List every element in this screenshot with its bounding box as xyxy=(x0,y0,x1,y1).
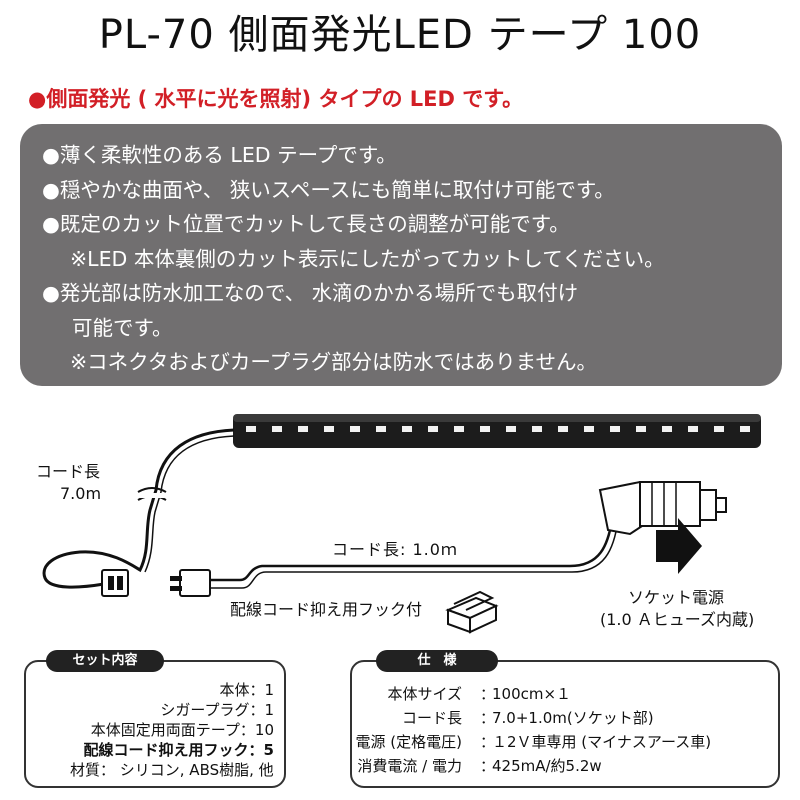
set-contents-item: シガープラグ：1 xyxy=(160,701,274,719)
set-contents-tag: セット内容 xyxy=(46,650,164,672)
page-title: PL-70 側面発光LED テープ 100 xyxy=(98,12,702,58)
led-dot xyxy=(714,426,724,432)
set-contents-item: 材質： シリコン, ABS樹脂, 他 xyxy=(70,761,274,779)
led-dot xyxy=(402,426,412,432)
spec-value: 100cm×１ xyxy=(492,685,572,703)
product-diagram: コード長 7.0m コード長: 1.0ｍ 配線コード抑え用フック付 ソケット電源… xyxy=(0,400,800,650)
hook-illustration xyxy=(445,590,499,634)
cord-break-mark xyxy=(137,487,167,501)
specs-tag: 仕 様 xyxy=(376,650,498,672)
spec-label: 本体サイズ xyxy=(387,685,462,703)
led-dot xyxy=(532,426,542,432)
feature-list-box: ●薄く柔軟性のある LED テープです。 ●穏やかな曲面や、 狭いスペースにも簡単… xyxy=(20,124,782,386)
direction-arrow xyxy=(656,518,702,574)
led-dot xyxy=(428,426,438,432)
feature-line: 可能です。 xyxy=(72,315,173,340)
led-dot xyxy=(272,426,282,432)
spec-label: 消費電流 / 電力 xyxy=(357,757,462,775)
led-dot xyxy=(688,426,698,432)
socket-note: (1.0 Ａヒューズ内蔵) xyxy=(600,610,755,629)
led-dot xyxy=(376,426,386,432)
set-contents-item: 本体固定用両面テープ：10 xyxy=(90,721,274,739)
spec-colon: ： xyxy=(480,685,496,703)
hook-label: 配線コード抑え用フック付 xyxy=(230,600,423,619)
led-dot xyxy=(506,426,516,432)
side-emission-highlight: ●側面発光 ( 水平に光を照射) タイプの LED です。 xyxy=(28,87,524,111)
spec-colon: ： xyxy=(480,709,496,727)
cord-long-value: 7.0m xyxy=(60,484,102,503)
set-contents-item: 本体：1 xyxy=(219,681,274,699)
led-dot xyxy=(740,426,750,432)
spec-label: コード長 xyxy=(401,709,462,727)
led-dot xyxy=(584,426,594,432)
feature-line: ●穏やかな曲面や、 狭いスペースにも簡単に取付け可能です。 xyxy=(42,177,615,202)
led-dot xyxy=(610,426,620,432)
spec-colon: ： xyxy=(480,733,496,751)
cord-long-label: コード長 xyxy=(36,462,101,481)
led-dot xyxy=(636,426,646,432)
led-dot xyxy=(350,426,360,432)
feature-line: ●薄く柔軟性のある LED テープです。 xyxy=(42,143,397,167)
product-diagram-drawing xyxy=(42,414,761,634)
led-tape-strip xyxy=(233,414,761,448)
set-contents-item: 配線コード抑え用フック：5 xyxy=(83,741,274,759)
short-cord xyxy=(210,519,614,582)
feature-line: ※コネクタおよびカープラグ部分は防水ではありません。 xyxy=(70,350,598,374)
spec-value: 7.0+1.0m(ソケット部) xyxy=(492,709,654,727)
feature-line: ●発光部は防水加工なので、 水滴のかかる場所でも取付け xyxy=(42,281,579,305)
feature-line: ●既定のカット位置でカットして長さの調整が可能です。 xyxy=(42,212,570,236)
socket-plug xyxy=(598,480,727,536)
led-dot xyxy=(558,426,568,432)
set-contents-panel: セット内容 本体：1 シガープラグ：1 本体固定用両面テープ：10 配線コード抑え用フ… xyxy=(24,650,286,788)
led-dot xyxy=(324,426,334,432)
led-dot xyxy=(662,426,672,432)
led-dot xyxy=(246,426,256,432)
led-dots xyxy=(246,426,750,432)
feature-line: ※LED 本体裏側のカット表示にしたがってカットしてください。 xyxy=(70,246,665,271)
long-cord-inner xyxy=(144,435,235,573)
spec-value: 425mA/約5.2w xyxy=(492,757,602,775)
spec-label: 電源 (定格電圧) xyxy=(355,733,462,751)
connector-female xyxy=(101,569,129,597)
cord-short-label: コード長: 1.0ｍ xyxy=(332,540,458,559)
led-dot xyxy=(298,426,308,432)
socket-label: ソケット電源 xyxy=(628,588,725,607)
led-dot xyxy=(480,426,490,432)
long-cord xyxy=(42,428,235,589)
led-dot xyxy=(454,426,464,432)
spec-value: １2Ｖ車専用 (マイナスアース車) xyxy=(492,733,712,751)
spec-colon: ： xyxy=(480,757,496,775)
connector-male xyxy=(170,569,211,597)
